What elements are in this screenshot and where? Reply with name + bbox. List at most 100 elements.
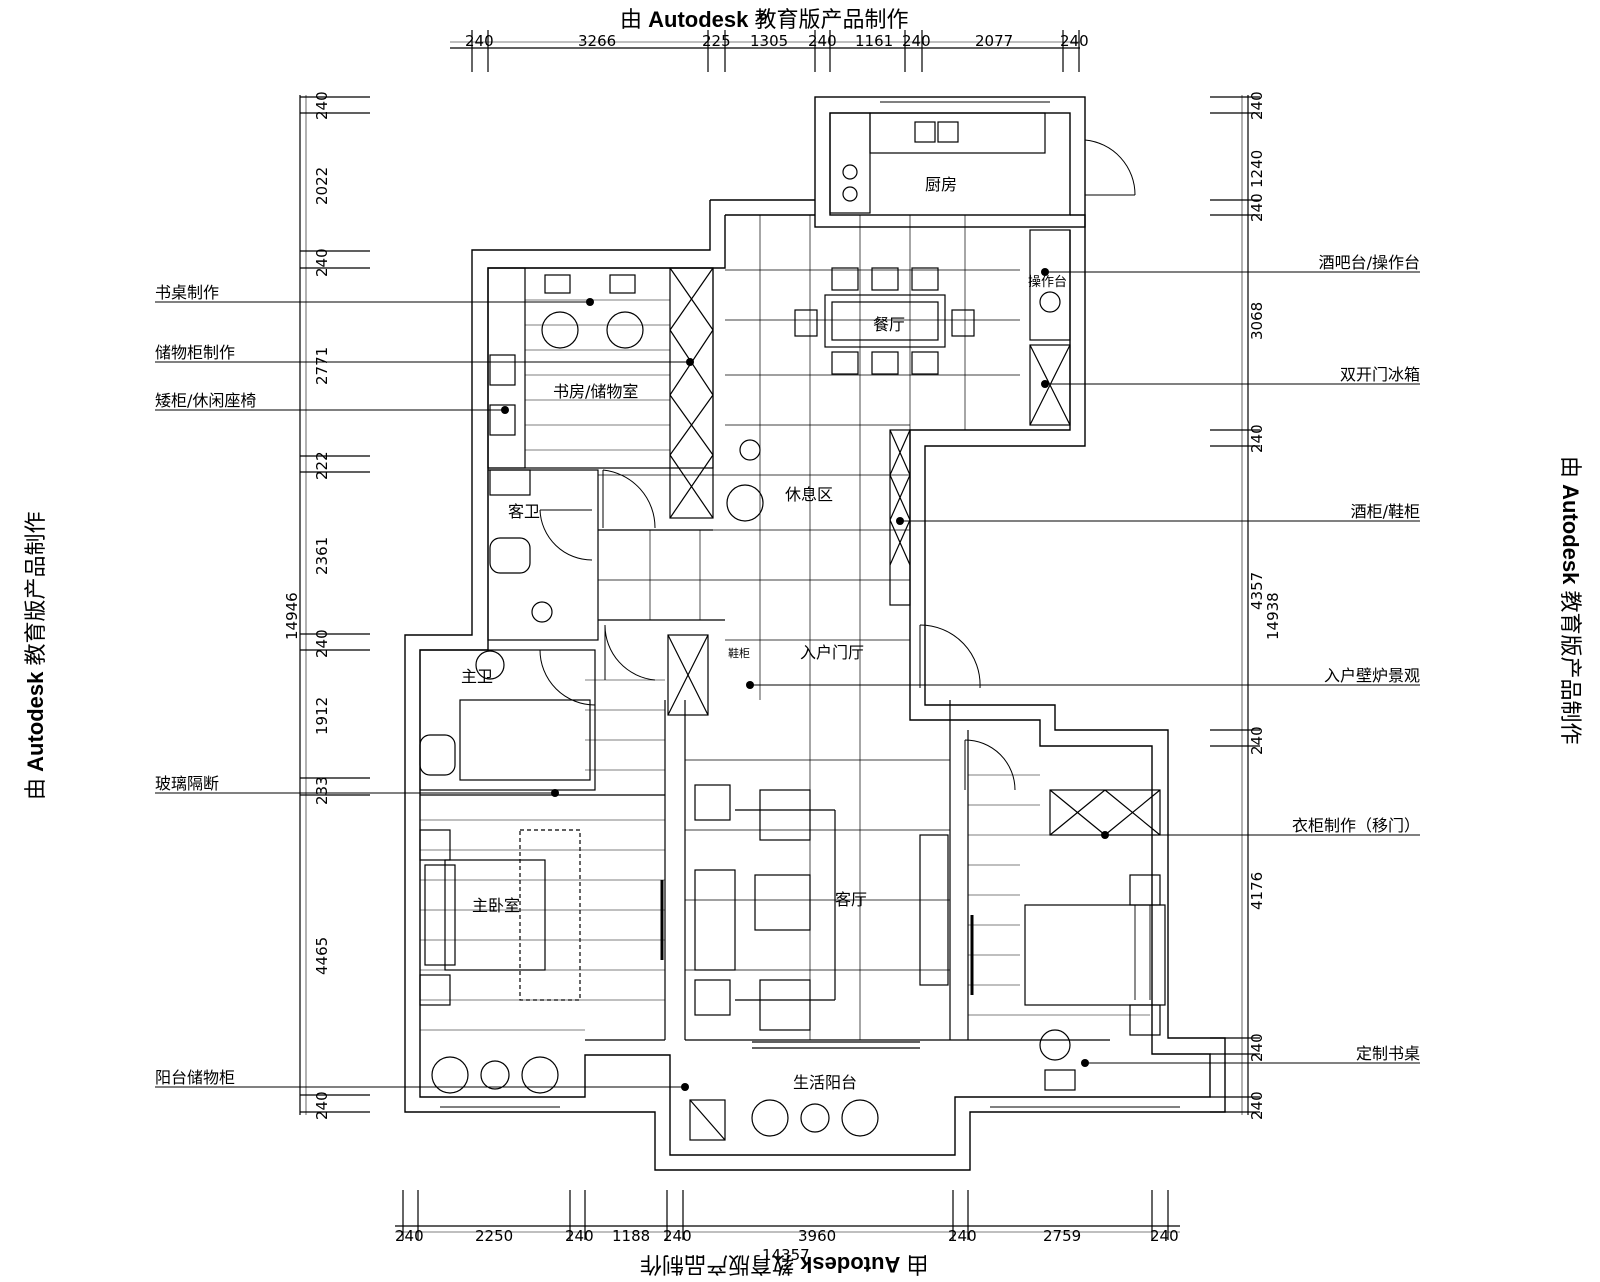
- dim-bottom-6: 3960: [798, 1227, 836, 1245]
- dimension-left: [299, 95, 370, 1115]
- dimension-texts-bottom: 240 2250 240 1188 240 3960 240 2759 240 …: [395, 1227, 1179, 1264]
- shoe-cabinet-tall: [889, 429, 911, 606]
- watermark-top: 由 Autodesk 教育版产品制作: [620, 7, 909, 32]
- room-main-wc-label: 主卫: [461, 667, 493, 686]
- wood-floor-hatching: [420, 299, 1150, 1031]
- annotations-right: 酒吧台/操作台 双开门冰箱 酒柜/鞋柜 入户壁炉景观 衣柜制作（移门） 定制书桌: [1292, 253, 1420, 1063]
- dimension-bottom: [395, 1190, 1180, 1240]
- room-labels: 厨房 餐厅 书房/储物室 客卫 休息区 主卫 入户门厅 主卧室 客厅 生活阳台 …: [461, 175, 1067, 1092]
- dim-left-3: 240: [313, 248, 331, 277]
- master-bed: [419, 829, 581, 1006]
- dim-right-2: 1240: [1248, 150, 1266, 188]
- dim-left-10: 4465: [313, 937, 331, 975]
- dim-left-2: 2022: [313, 167, 331, 205]
- dim-top-8: 2077: [975, 32, 1013, 50]
- room-guest-wc-label: 客卫: [508, 502, 540, 521]
- dim-right-7: 240: [1248, 726, 1266, 755]
- fridge: [1029, 344, 1071, 426]
- dim-bottom-7: 240: [948, 1227, 977, 1245]
- dim-left-total: 14946: [283, 592, 301, 640]
- wardrobe: [1049, 789, 1161, 836]
- doors: [539, 139, 1136, 791]
- lounge-fixtures: [726, 439, 764, 522]
- floor-tile-grid: [598, 215, 1020, 1040]
- entry-shoe-cabinet: [667, 634, 709, 716]
- second-bed: [1024, 874, 1166, 1091]
- leader-dots: [501, 268, 1109, 1091]
- living-sofa: [694, 784, 836, 1031]
- annotation-fridge: 双开门冰箱: [1340, 365, 1420, 384]
- annotation-fireplace: 入户壁炉景观: [1324, 666, 1420, 685]
- dim-bottom-2: 2250: [475, 1227, 513, 1245]
- dim-right-6: 4357: [1248, 572, 1266, 610]
- annotation-storage-cabinet: 储物柜制作: [155, 343, 235, 362]
- dim-right-8: 4176: [1248, 872, 1266, 910]
- annotation-low-cabinet: 矮柜/休闲座椅: [155, 391, 256, 410]
- dim-bottom-9: 240: [1150, 1227, 1179, 1245]
- study-cabinet: [669, 267, 714, 519]
- dim-left-5: 222: [313, 451, 331, 480]
- dim-left-11: 240: [313, 1091, 331, 1120]
- interior-walls: [419, 267, 1110, 1041]
- dim-left-8: 1912: [313, 697, 331, 735]
- leader-lines: [155, 271, 1420, 1088]
- windows: [440, 96, 1180, 1113]
- kitchen-counter: [829, 112, 1046, 214]
- room-kitchen-label: 厨房: [925, 175, 957, 194]
- annotations-left: 书桌制作 储物柜制作 矮柜/休闲座椅 玻璃隔断 阳台储物柜: [155, 283, 256, 1087]
- room-master-label: 主卧室: [472, 896, 520, 915]
- dim-top-1: 240: [465, 32, 494, 50]
- annotation-wine-shoe-cabinet: 酒柜/鞋柜: [1351, 502, 1420, 521]
- dim-top-3: 225: [702, 32, 731, 50]
- exterior-walls: [404, 96, 1226, 1171]
- dim-top-7: 240: [902, 32, 931, 50]
- dimension-texts-left: 240 2022 240 2771 222 2361 240 1912 233 …: [283, 91, 331, 1120]
- dining-table: [794, 267, 975, 375]
- bathroom-fixtures: [419, 469, 591, 781]
- bar-counter: [1029, 229, 1071, 341]
- shoe-cabinet-label: 鞋柜: [728, 646, 750, 660]
- dim-right-5: 240: [1248, 424, 1266, 453]
- dim-right-4: 3068: [1248, 302, 1266, 340]
- dimension-right: [1210, 95, 1260, 1115]
- dim-top-total: 9: [758, 10, 768, 28]
- dim-top-4: 1305: [750, 32, 788, 50]
- study-desk: [487, 267, 644, 469]
- annotation-glass-partition: 玻璃隔断: [155, 774, 219, 793]
- tv-wall: [660, 834, 974, 995]
- dim-left-7: 240: [313, 629, 331, 658]
- dim-top-2: 3266: [578, 32, 616, 50]
- dim-right-total: 14938: [1264, 592, 1282, 640]
- annotation-bar-counter: 酒吧台/操作台: [1319, 253, 1420, 272]
- dim-left-9: 233: [313, 776, 331, 805]
- annotation-wardrobe: 衣柜制作（移门）: [1292, 816, 1420, 835]
- low-cabinet: [489, 354, 516, 436]
- dim-bottom-8: 2759: [1043, 1227, 1081, 1245]
- dim-bottom-1: 240: [395, 1227, 424, 1245]
- balcony-fixtures: [431, 1041, 920, 1141]
- dim-bottom-5: 240: [663, 1227, 692, 1245]
- dim-bottom-4: 1188: [612, 1227, 650, 1245]
- dim-right-10: 240: [1248, 1091, 1266, 1120]
- room-living-label: 客厅: [835, 890, 867, 909]
- room-balcony-label: 生活阳台: [793, 1073, 857, 1092]
- dim-right-9: 240: [1248, 1033, 1266, 1062]
- dimension-top: [450, 30, 1080, 72]
- dim-left-6: 2361: [313, 537, 331, 575]
- room-study-label: 书房/储物室: [553, 382, 638, 401]
- dim-top-5: 240: [808, 32, 837, 50]
- dim-left-1: 240: [313, 91, 331, 120]
- room-entry-label: 入户门厅: [800, 643, 864, 662]
- room-lounge-label: 休息区: [785, 485, 833, 504]
- dim-bottom-3: 240: [565, 1227, 594, 1245]
- dimension-texts-top: 240 3266 225 1305 240 1161 240 2077 240 …: [465, 10, 1089, 50]
- dim-right-1: 240: [1248, 91, 1266, 120]
- dim-left-4: 2771: [313, 347, 331, 385]
- annotation-balcony-storage: 阳台储物柜: [155, 1068, 235, 1087]
- dim-top-9: 240: [1060, 32, 1089, 50]
- room-dining-label: 餐厅: [873, 315, 905, 334]
- bar-counter-label: 操作台: [1028, 274, 1067, 290]
- annotation-custom-desk: 定制书桌: [1356, 1044, 1420, 1063]
- dimension-texts-right: 240 1240 240 3068 240 4357 240 4176 240 …: [1248, 91, 1282, 1120]
